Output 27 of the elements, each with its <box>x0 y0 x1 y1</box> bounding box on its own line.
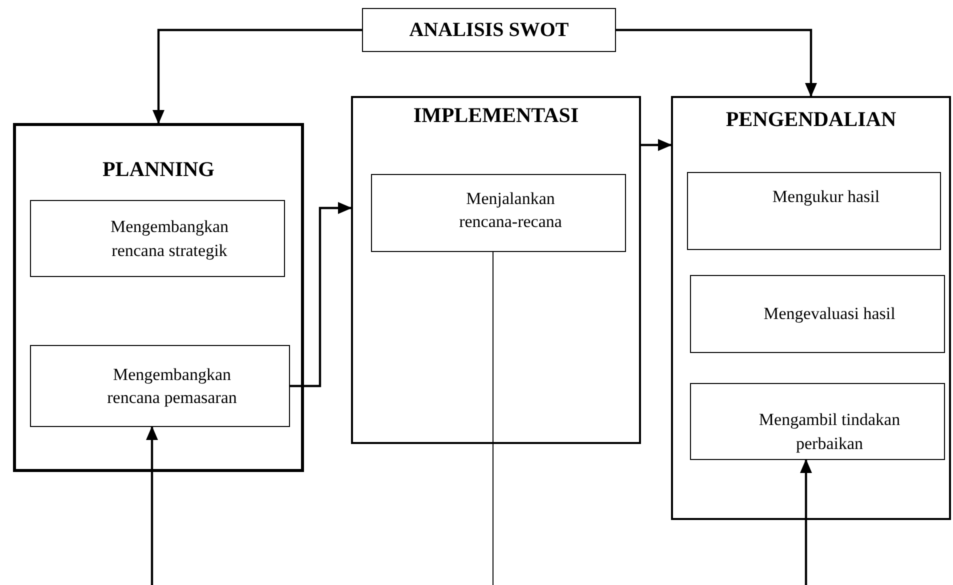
task-box <box>30 345 290 427</box>
stage-heading: IMPLEMENTASI <box>412 102 580 128</box>
task-text: Menjalankan rencana-recana <box>458 188 563 234</box>
arrow <box>152 28 362 124</box>
connector-line <box>492 252 494 585</box>
task-text: Mengembangkan rencana pemasaran <box>106 364 238 409</box>
task-text: Mengembangkan rencana strategik <box>109 216 230 262</box>
arrow <box>616 28 817 97</box>
task-text: Mengevaluasi hasil <box>764 303 896 326</box>
task-text: Mengambil tindakan perbaikan <box>758 409 902 455</box>
stage-panel <box>351 96 641 444</box>
task-box <box>687 172 941 250</box>
stage-heading: PLANNING <box>101 156 216 182</box>
task-box <box>690 275 945 353</box>
task-text: Mengukur hasil <box>772 186 880 208</box>
arrow <box>641 139 672 151</box>
title-text: ANALISIS SWOT <box>409 18 569 43</box>
arrow <box>290 202 352 388</box>
task-box <box>371 174 626 252</box>
title-box <box>362 8 616 52</box>
arrow <box>146 426 158 585</box>
arrow <box>800 459 812 585</box>
stage-heading: PENGENDALIAN <box>724 106 898 132</box>
task-box <box>30 200 285 277</box>
stage-panel <box>13 123 304 472</box>
task-box <box>690 383 945 460</box>
stage-panel <box>671 96 951 520</box>
